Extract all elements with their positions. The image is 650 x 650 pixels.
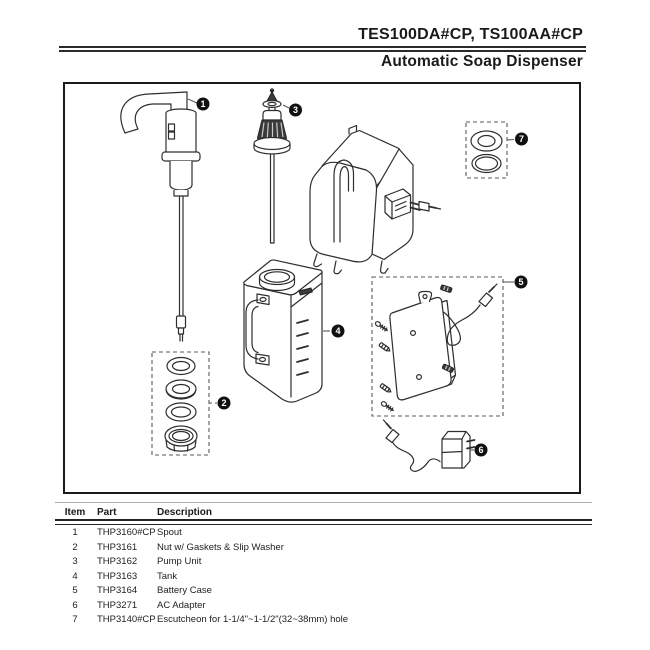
- col-header-description: Description: [157, 507, 213, 518]
- svg-text:3: 3: [293, 105, 298, 115]
- battery-case-drawing: [371, 276, 504, 417]
- svg-text:4: 4: [335, 326, 340, 336]
- diagram-frame: [63, 82, 581, 494]
- part-description: Nut w/ Gaskets & Slip Washer: [157, 541, 284, 553]
- pump-unit-drawing: [253, 88, 291, 244]
- nut-gaskets-drawing: [151, 351, 210, 456]
- callout-7: 7: [506, 132, 528, 146]
- pump-housing-drawing: [309, 124, 442, 275]
- col-header-item: Item: [64, 507, 86, 518]
- table-top-line: [55, 502, 592, 503]
- product-name-title: Automatic Soap Dispenser: [380, 53, 583, 70]
- svg-text:2: 2: [221, 398, 226, 408]
- escutcheon-drawing: [465, 121, 508, 179]
- callout-1: 1: [187, 97, 210, 111]
- part-description: Escutcheon for 1-1/4"~1-1/2"(32~38mm) ho…: [157, 614, 349, 625]
- item-number: 1: [72, 527, 78, 538]
- item-number: 7: [72, 614, 78, 625]
- item-number: 5: [72, 585, 78, 596]
- callout-5: 5: [503, 275, 528, 289]
- svg-text:5: 5: [518, 277, 523, 287]
- ac-adapter-drawing: [382, 419, 476, 472]
- svg-text:7: 7: [519, 134, 524, 144]
- item-number: 6: [72, 599, 78, 611]
- callout-4: 4: [323, 324, 345, 338]
- part-number: THP3271: [97, 599, 138, 611]
- model-numbers-title: TES100DA#CP, TS100AA#CP: [358, 26, 583, 43]
- part-number: THP3161: [97, 541, 138, 553]
- col-header-part: Part: [97, 507, 117, 518]
- spout-drawing: [120, 91, 201, 342]
- title-divider-rule: [59, 46, 586, 52]
- tank-drawing: [243, 259, 323, 403]
- exploded-parts-diagram: 1 2: [63, 82, 581, 494]
- item-number: 2: [72, 541, 78, 553]
- part-number: THP3160#CP: [97, 527, 156, 538]
- callout-2: 2: [209, 396, 231, 410]
- table-header-rule: [55, 519, 592, 525]
- part-number: THP3163: [97, 570, 138, 582]
- part-description: Tank: [157, 570, 178, 582]
- part-number: THP3140#CP: [97, 614, 156, 625]
- part-number: THP3162: [97, 556, 138, 567]
- svg-text:6: 6: [478, 445, 483, 455]
- part-description: AC Adapter: [157, 599, 206, 611]
- svg-text:1: 1: [200, 99, 205, 109]
- item-number: 4: [72, 570, 78, 582]
- part-description: Spout: [157, 527, 182, 538]
- callout-3: 3: [282, 103, 302, 117]
- part-number: THP3164: [97, 585, 138, 596]
- item-number: 3: [72, 556, 78, 567]
- callout-6: 6: [470, 443, 488, 457]
- part-description: Pump Unit: [157, 556, 202, 567]
- part-description: Battery Case: [157, 585, 212, 596]
